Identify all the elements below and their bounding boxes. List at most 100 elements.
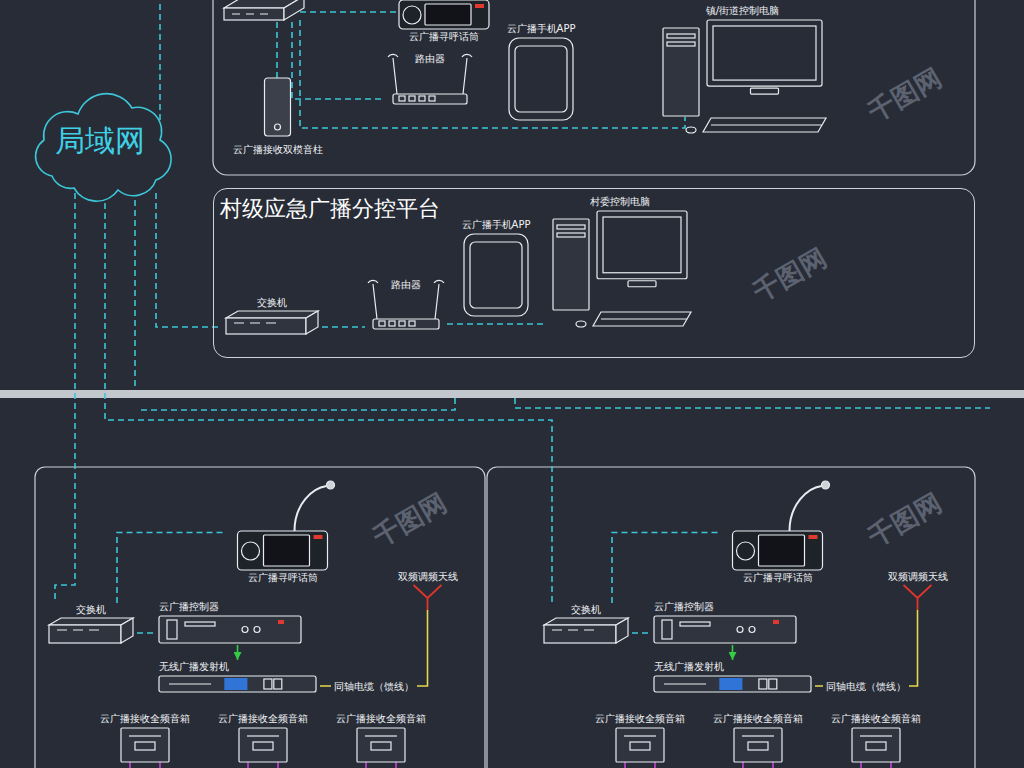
mic-head xyxy=(822,481,830,489)
device-label: 交换机 xyxy=(571,603,601,617)
town-panel-frame xyxy=(213,0,975,175)
network-cable xyxy=(276,22,278,78)
device-label: 云广播寻呼话筒 xyxy=(248,571,318,585)
pc-tower xyxy=(663,28,699,116)
device-icon xyxy=(226,311,318,334)
device-illustration xyxy=(545,195,695,330)
rack-led xyxy=(278,620,284,624)
speaker-grille xyxy=(135,742,155,750)
device-label: 路由器 xyxy=(415,52,445,66)
network-cable xyxy=(134,180,136,390)
platform-panel: 村级应急广播分控平台云广播手机APP村委控制电脑路由器交换机 xyxy=(213,188,975,358)
broadcast-controller: 云广播控制器 xyxy=(650,600,800,645)
network-cable xyxy=(292,22,385,99)
mic-screen xyxy=(264,535,310,566)
device-icon xyxy=(509,38,573,120)
rack-knob xyxy=(254,627,260,633)
switch-front xyxy=(226,318,306,334)
connector xyxy=(55,193,75,603)
switch-ports xyxy=(234,322,276,323)
receiver-speaker: 云广播接收全频音箱 xyxy=(708,712,808,762)
rack-knob xyxy=(737,627,743,633)
receiver-speaker: 云广播接收全频音箱 xyxy=(331,712,431,762)
mic-console xyxy=(399,0,489,29)
device-label: 无线广播发射机 xyxy=(650,660,724,674)
tx-grille xyxy=(169,683,211,684)
router-port xyxy=(389,321,395,326)
speaker-box xyxy=(616,728,664,762)
speaker-box xyxy=(734,728,782,762)
control-computer: 镇/街道控制电脑 xyxy=(655,4,830,136)
pc-mouse xyxy=(576,321,586,327)
connector xyxy=(447,323,545,325)
tx-button xyxy=(759,679,767,689)
device-icon xyxy=(159,676,316,692)
device-icon xyxy=(734,728,782,762)
pc-drive xyxy=(667,34,695,38)
device-icon xyxy=(904,585,932,610)
device-illustration xyxy=(452,218,540,318)
tx-body xyxy=(654,676,811,692)
switch-ports xyxy=(232,13,268,14)
connector xyxy=(320,610,428,686)
device-label: 云广播接收双模音柱 xyxy=(233,143,323,157)
device-label: 无线广播发射机 xyxy=(155,660,229,674)
pc-stand xyxy=(628,281,656,287)
device-icon xyxy=(464,234,528,316)
mic-speaker xyxy=(737,542,755,560)
rack-body xyxy=(654,616,796,643)
device-label: 云广播接收全频音箱 xyxy=(713,712,803,726)
mobile-app: 云广播手机APP xyxy=(497,22,585,122)
speaker-line xyxy=(365,735,397,736)
device-icon xyxy=(159,616,301,643)
device-icon xyxy=(414,585,442,610)
pc-drive xyxy=(557,225,585,229)
switch-side xyxy=(121,618,133,643)
device-label: 镇/街道控制电脑 xyxy=(706,4,779,18)
switch-top xyxy=(544,618,628,625)
wifi-router: 路由器 xyxy=(365,278,447,333)
network-cable xyxy=(159,0,161,130)
device-label: 云广播接收全频音箱 xyxy=(831,712,921,726)
connector xyxy=(732,645,734,660)
rack-led xyxy=(773,620,779,624)
rack-body xyxy=(159,616,301,643)
device-icon xyxy=(654,616,796,643)
cable-label: 同轴电缆（馈线） xyxy=(331,680,417,693)
receiver-speaker: 云广播接收全频音箱 xyxy=(95,712,195,762)
rack-knob xyxy=(242,627,248,633)
mobile-app: 云广播手机APP xyxy=(452,218,540,318)
device-label: 云广播控制器 xyxy=(155,600,219,614)
speaker-grille xyxy=(866,742,886,750)
watermark: 千图网 xyxy=(862,60,947,129)
speaker-grille xyxy=(630,742,650,750)
control-computer: 村委控制电脑 xyxy=(545,195,695,330)
device-label: 交换机 xyxy=(76,603,106,617)
mic-console xyxy=(733,531,823,570)
column-speaker: 云广播接收双模音柱 xyxy=(220,75,335,157)
section-gap xyxy=(0,390,1024,398)
pc-drive xyxy=(667,42,695,46)
tx-button xyxy=(769,679,777,689)
paging-microphone: 云广播寻呼话筒 xyxy=(392,0,496,44)
mic-logo xyxy=(809,535,818,539)
rack-slot xyxy=(167,620,177,639)
device-icon xyxy=(544,618,628,643)
mic-gooseneck xyxy=(295,486,327,531)
router-port xyxy=(409,96,415,101)
receiver-speaker: 云广播接收全频音箱 xyxy=(213,712,313,762)
device-label: 云广播接收全频音箱 xyxy=(336,712,426,726)
mic-screen xyxy=(425,4,471,25)
router-body xyxy=(393,94,467,104)
router-port xyxy=(409,321,415,326)
speaker-box xyxy=(121,728,169,762)
tx-display xyxy=(224,678,247,690)
router-body xyxy=(373,319,439,329)
speaker-box xyxy=(357,728,405,762)
wifi-router: 路由器 xyxy=(385,52,475,108)
antenna-symbol xyxy=(904,585,932,610)
network-switch: 交换机 xyxy=(540,603,632,645)
speaker-cable xyxy=(625,762,891,768)
speaker-line xyxy=(624,735,656,736)
antenna-symbol xyxy=(414,585,442,610)
